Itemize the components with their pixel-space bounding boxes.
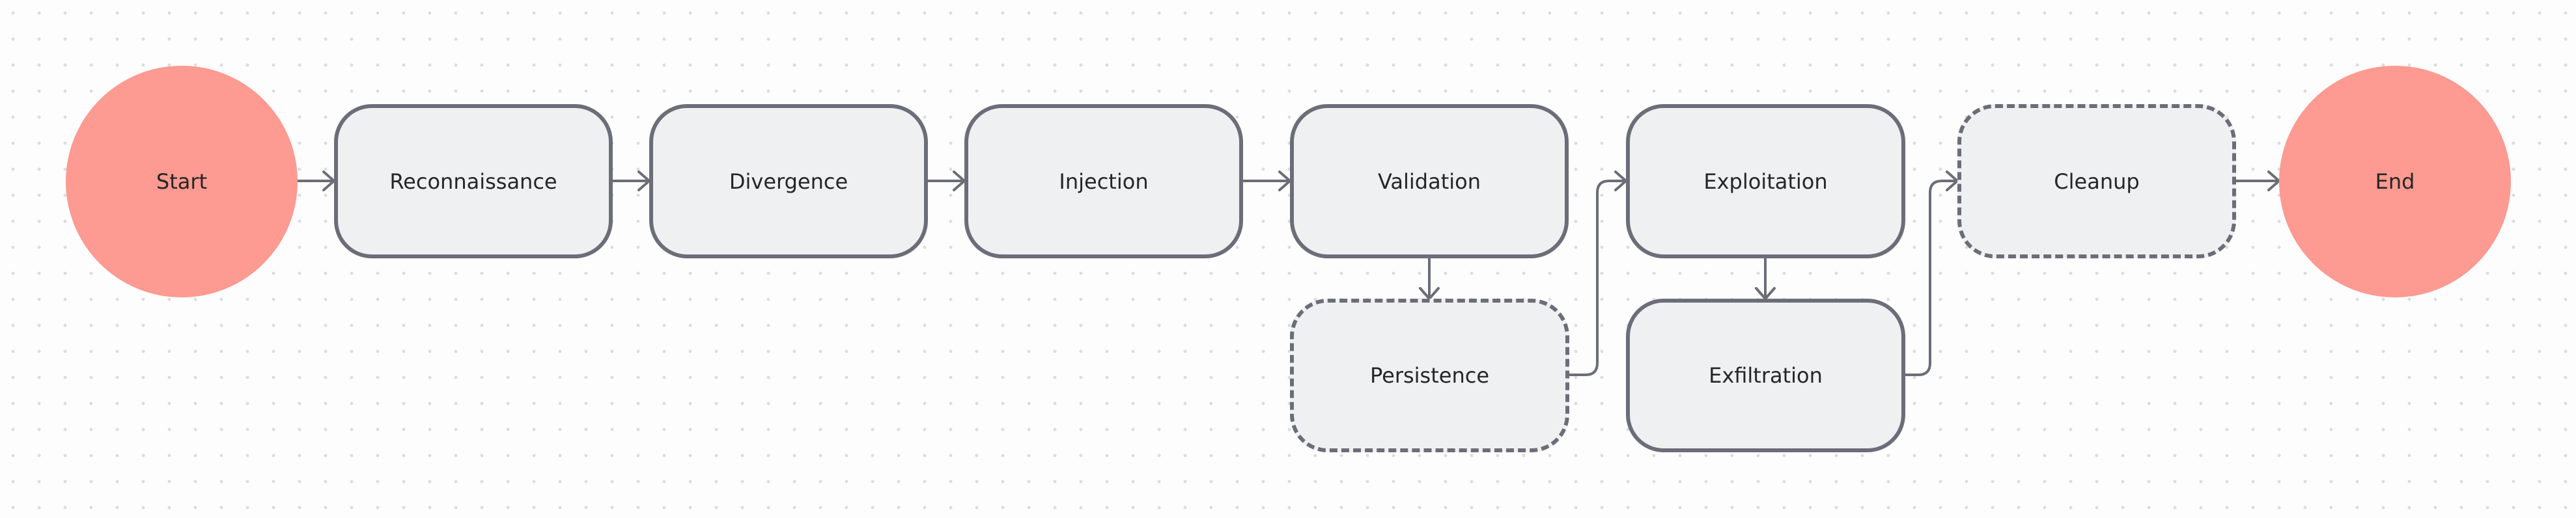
exfiltration-label: Exfiltration	[1709, 363, 1823, 388]
edge-exfiltration-cleanup	[1904, 170, 1959, 376]
persistence-node[interactable]: Persistence	[1290, 299, 1569, 452]
edge-validation-persistence	[1419, 257, 1440, 300]
injection-node[interactable]: Injection	[964, 104, 1243, 258]
end-label: End	[2375, 169, 2415, 194]
reconnaissance-label: Reconnaissance	[389, 169, 557, 194]
edge-cleanup-end	[2235, 170, 2280, 191]
edge-persistence-exploitation	[1568, 170, 1627, 376]
validation-node[interactable]: Validation	[1290, 104, 1569, 258]
edge-reconnaissance-divergence	[611, 170, 651, 191]
start-label: Start	[156, 169, 208, 194]
exfiltration-node[interactable]: Exfiltration	[1626, 299, 1905, 452]
exploitation-node[interactable]: Exploitation	[1626, 104, 1905, 258]
validation-label: Validation	[1377, 169, 1481, 194]
cleanup-node[interactable]: Cleanup	[1957, 104, 2236, 258]
end-node[interactable]: End	[2279, 66, 2511, 297]
edge-divergence-injection	[927, 170, 966, 191]
edge-exploitation-exfiltration	[1755, 257, 1776, 300]
edge-start-reconnaissance	[296, 170, 335, 191]
divergence-node[interactable]: Divergence	[649, 104, 928, 258]
cleanup-label: Cleanup	[2054, 169, 2140, 194]
exploitation-label: Exploitation	[1703, 169, 1828, 194]
start-node[interactable]: Start	[66, 66, 298, 297]
divergence-label: Divergence	[729, 169, 848, 194]
injection-label: Injection	[1059, 169, 1149, 194]
reconnaissance-node[interactable]: Reconnaissance	[334, 104, 613, 258]
persistence-label: Persistence	[1369, 363, 1490, 388]
edge-injection-validation	[1242, 170, 1291, 191]
